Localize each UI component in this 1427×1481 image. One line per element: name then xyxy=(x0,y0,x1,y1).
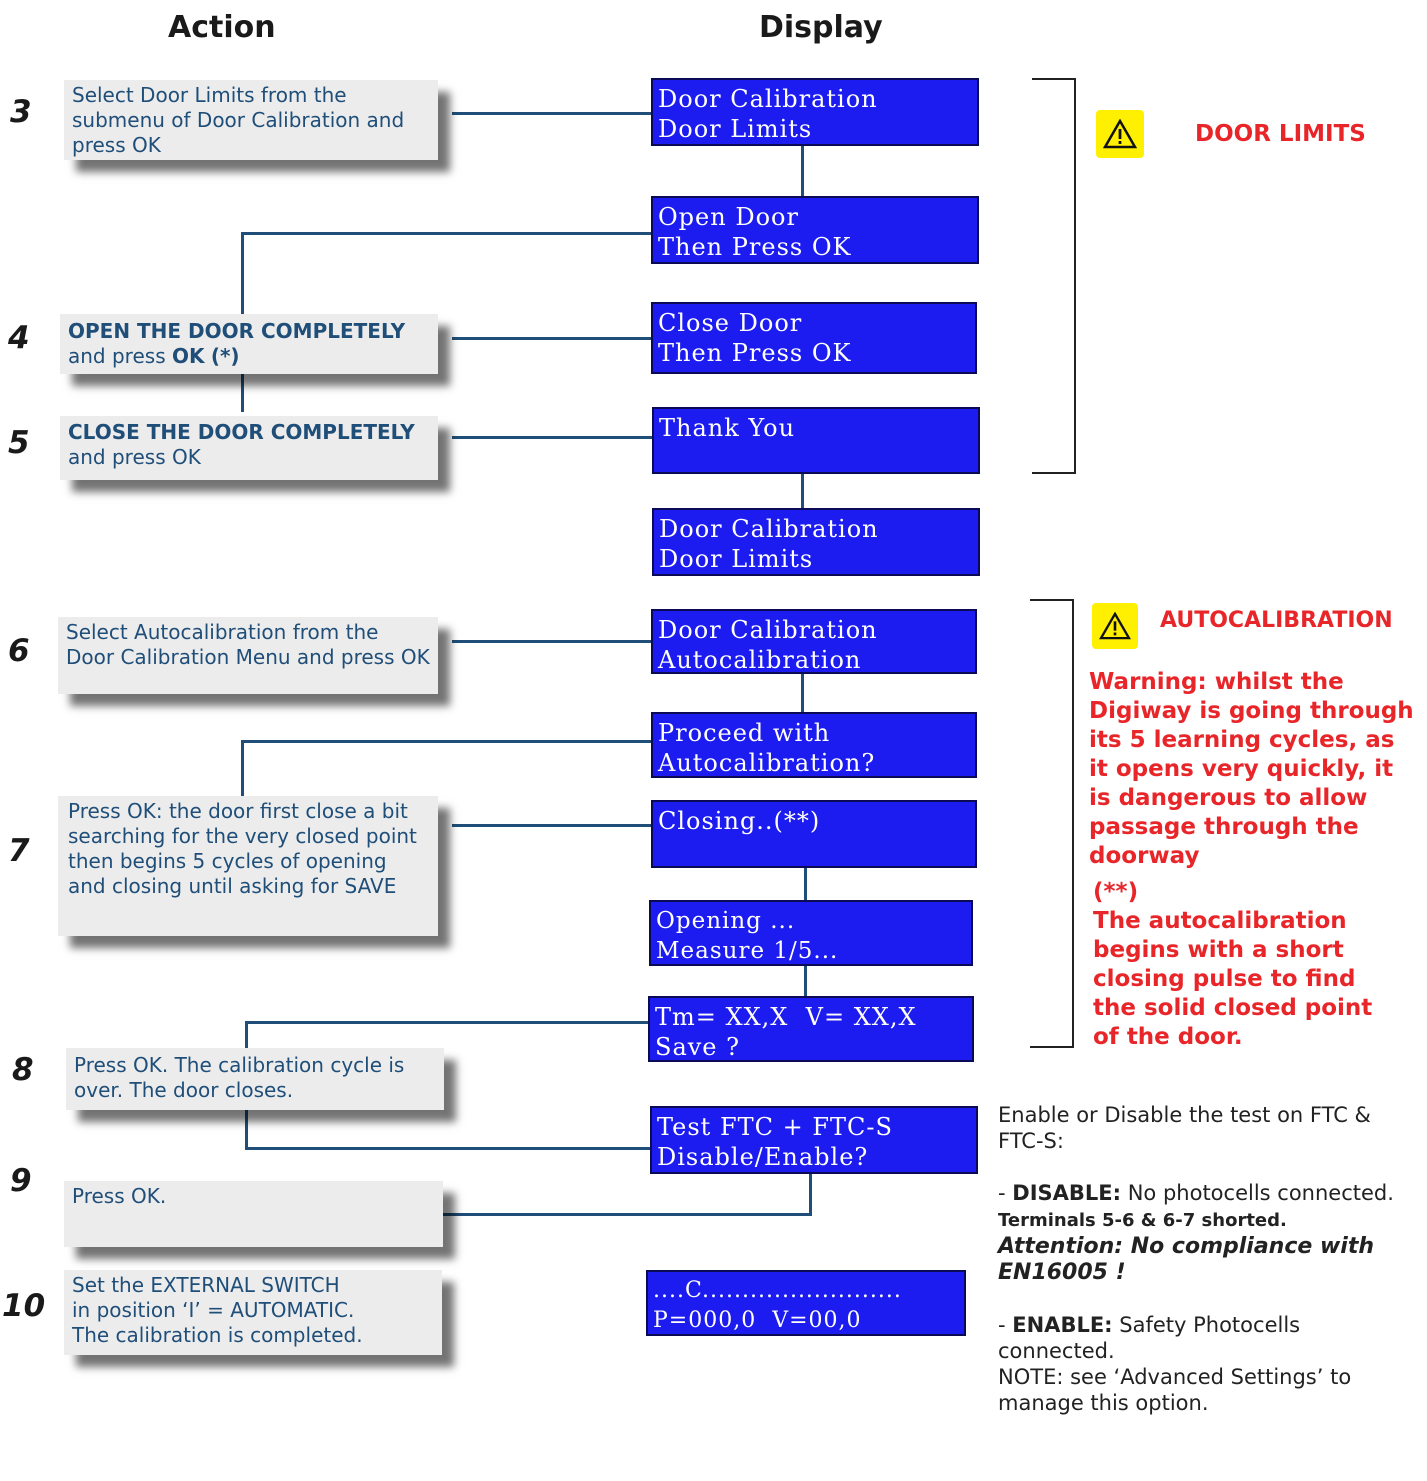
autocalibration-note: The autocalibration begins with a short … xyxy=(1093,908,1373,1050)
action-step-8: Press OK. The calibration cycle is over.… xyxy=(66,1048,444,1110)
ftc-attention: Attention: No compliance with EN16005 ! xyxy=(998,1234,1374,1285)
step-number-3: 3 xyxy=(10,94,32,130)
step-number-8: 8 xyxy=(12,1052,34,1088)
action-step-3: Select Door Limits from the submenu of D… xyxy=(64,80,438,160)
action-step-5: CLOSE THE DOOR COMPLETELY and press OK xyxy=(60,416,438,480)
step-number-6: 6 xyxy=(8,633,30,669)
action-step-7: Press OK: the door first close a bit sea… xyxy=(58,796,438,936)
ftc-note: NOTE: see ‘Advanced Settings’ to manage … xyxy=(998,1365,1352,1415)
step-number-10: 10 xyxy=(2,1288,46,1324)
step-number-7: 7 xyxy=(8,833,30,869)
ftc-info: Enable or Disable the test on FTC & FTC-… xyxy=(998,1102,1408,1416)
action-step-6: Select Autocalibration from the Door Cal… xyxy=(58,617,438,694)
lcd-display-12: ....C.........................P=000,0 V=… xyxy=(646,1270,966,1336)
action-column-header: Action xyxy=(168,10,276,45)
door-limits-title: DOOR LIMITS xyxy=(1195,121,1366,147)
action-step-4: OPEN THE DOOR COMPLETELY and press OK (*… xyxy=(60,314,438,374)
ftc-enable: - ENABLE: Safety Photocells connected. xyxy=(998,1313,1301,1363)
door-limits-bracket xyxy=(1032,78,1076,474)
step-number-9: 9 xyxy=(10,1163,32,1199)
step-number-5: 5 xyxy=(8,425,30,461)
ftc-intro: Enable or Disable the test on FTC & FTC-… xyxy=(998,1103,1371,1153)
display-column-header: Display xyxy=(759,10,883,45)
warning-icon xyxy=(1096,110,1144,158)
action-step-9: Press OK. xyxy=(64,1181,443,1247)
lcd-display-4: Thank You xyxy=(652,407,980,474)
autocalibration-warning: Warning: whilst the Digiway is going thr… xyxy=(1089,669,1414,869)
ftc-disable: - DISABLE: No photocells connected. Term… xyxy=(998,1181,1394,1231)
autocalibration-note-mark: (**) xyxy=(1093,879,1139,905)
step-number-4: 4 xyxy=(8,320,30,356)
lcd-display-8: Closing..(**) xyxy=(651,800,977,868)
lcd-display-9: Opening ...Measure 1/5... xyxy=(649,900,973,966)
autocalibration-bracket xyxy=(1030,599,1074,1048)
autocalibration-title: AUTOCALIBRATION xyxy=(1160,608,1393,633)
warning-icon xyxy=(1092,603,1138,649)
